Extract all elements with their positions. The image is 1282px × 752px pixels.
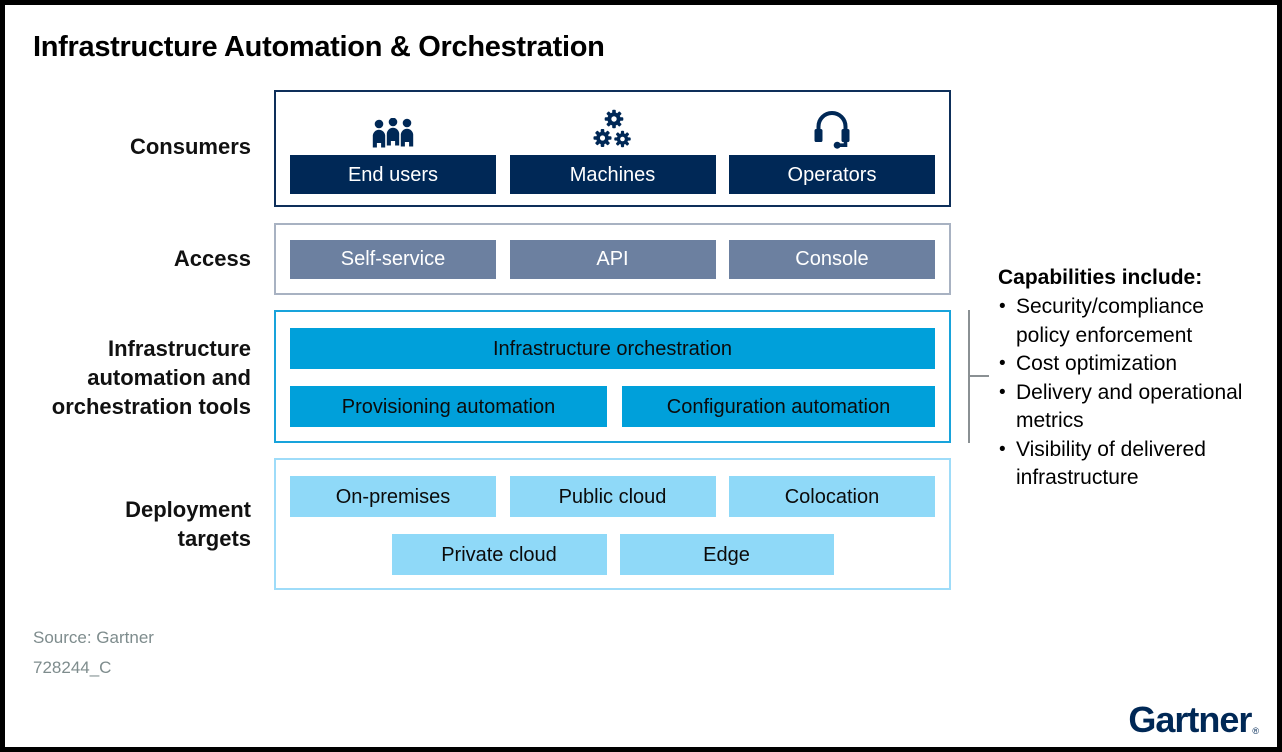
row-label-consumers: Consumers: [129, 134, 251, 159]
capabilities-heading: Capabilities include:: [998, 266, 1203, 289]
registered-trademark-icon: ®: [1252, 726, 1259, 736]
capability-text: Delivery and operational metrics: [1016, 380, 1243, 433]
access-container: Self-service API Console: [274, 223, 951, 295]
deployment-box-public-cloud: Public cloud: [509, 476, 716, 517]
consumer-column-machines: Machines: [509, 98, 716, 205]
page-title: Infrastructure Automation & Orchestratio…: [33, 31, 605, 63]
capability-item-security: • Security/compliance policy enforcement: [998, 293, 1262, 350]
bullet-icon: •: [999, 438, 1006, 460]
consumer-box-end-users: End users: [290, 155, 496, 194]
gears-icon: [510, 98, 716, 155]
gartner-logo: Gartner®: [1128, 699, 1259, 741]
row-label-deployment-line2: targets: [177, 526, 251, 551]
row-label-tools-line2: automation and: [87, 365, 251, 390]
row-label-tools-line1: Infrastructure: [107, 336, 251, 361]
deployment-box-private-cloud: Private cloud: [391, 534, 607, 575]
document-id: 728244_C: [33, 658, 112, 677]
capabilities-list: • Security/compliance policy enforcement…: [998, 293, 1262, 493]
access-box-api: API: [509, 239, 716, 279]
access-box-console: Console: [729, 239, 935, 279]
tools-box-infrastructure-orchestration: Infrastructure orchestration: [290, 328, 935, 369]
consumer-box-operators: Operators: [729, 155, 935, 194]
tools-box-provisioning-automation: Provisioning automation: [290, 386, 607, 427]
capability-item-visibility: • Visibility of delivered infrastructure: [998, 436, 1262, 493]
capabilities-panel: Capabilities include: • Security/complia…: [998, 263, 1262, 493]
capability-text: Security/compliance policy enforcement: [1016, 295, 1204, 347]
access-box-self-service: Self-service: [290, 239, 496, 279]
row-label-deployment: Deployment targets: [23, 495, 251, 553]
consumer-column-end-users: End users: [290, 98, 496, 205]
consumer-column-operators: Operators: [729, 98, 935, 205]
capability-item-delivery: • Delivery and operational metrics: [998, 379, 1262, 436]
consumers-container: End users: [274, 90, 951, 207]
row-label-access: Access: [173, 246, 251, 271]
capability-text: Cost optimization: [1016, 352, 1178, 375]
row-label-deployment-line1: Deployment: [125, 497, 251, 522]
deployment-row-2: Private cloud Edge: [290, 534, 935, 575]
deployment-box-on-premises: On-premises: [290, 476, 496, 517]
gartner-logo-text: Gartner: [1128, 699, 1252, 740]
source-line: Source: Gartner: [33, 628, 154, 647]
users-icon: [290, 98, 496, 155]
deployment-box-colocation: Colocation: [729, 476, 935, 517]
bullet-icon: •: [999, 296, 1006, 317]
tools-sub-row: Provisioning automation Configuration au…: [290, 386, 935, 427]
row-label-tools: Infrastructure automation and orchestrat…: [23, 334, 251, 421]
deployment-row-1: On-premises Public cloud Colocation: [290, 476, 935, 517]
bullet-icon: •: [999, 381, 1006, 403]
tools-box-configuration-automation: Configuration automation: [622, 386, 935, 427]
bullet-icon: •: [999, 353, 1006, 374]
row-label-tools-line3: orchestration tools: [51, 394, 251, 419]
deployment-container: On-premises Public cloud Colocation Priv…: [274, 458, 951, 590]
source-block: Source: Gartner 728244_C: [33, 623, 154, 683]
capability-text: Visibility of delivered infrastructure: [1016, 437, 1206, 490]
tools-container: Infrastructure orchestration Provisionin…: [274, 310, 951, 443]
consumer-box-machines: Machines: [509, 155, 716, 194]
bracket-horizontal-tick: [968, 375, 989, 377]
capability-item-cost: • Cost optimization: [998, 350, 1262, 379]
headset-icon: [729, 98, 935, 155]
deployment-box-edge: Edge: [619, 534, 834, 575]
